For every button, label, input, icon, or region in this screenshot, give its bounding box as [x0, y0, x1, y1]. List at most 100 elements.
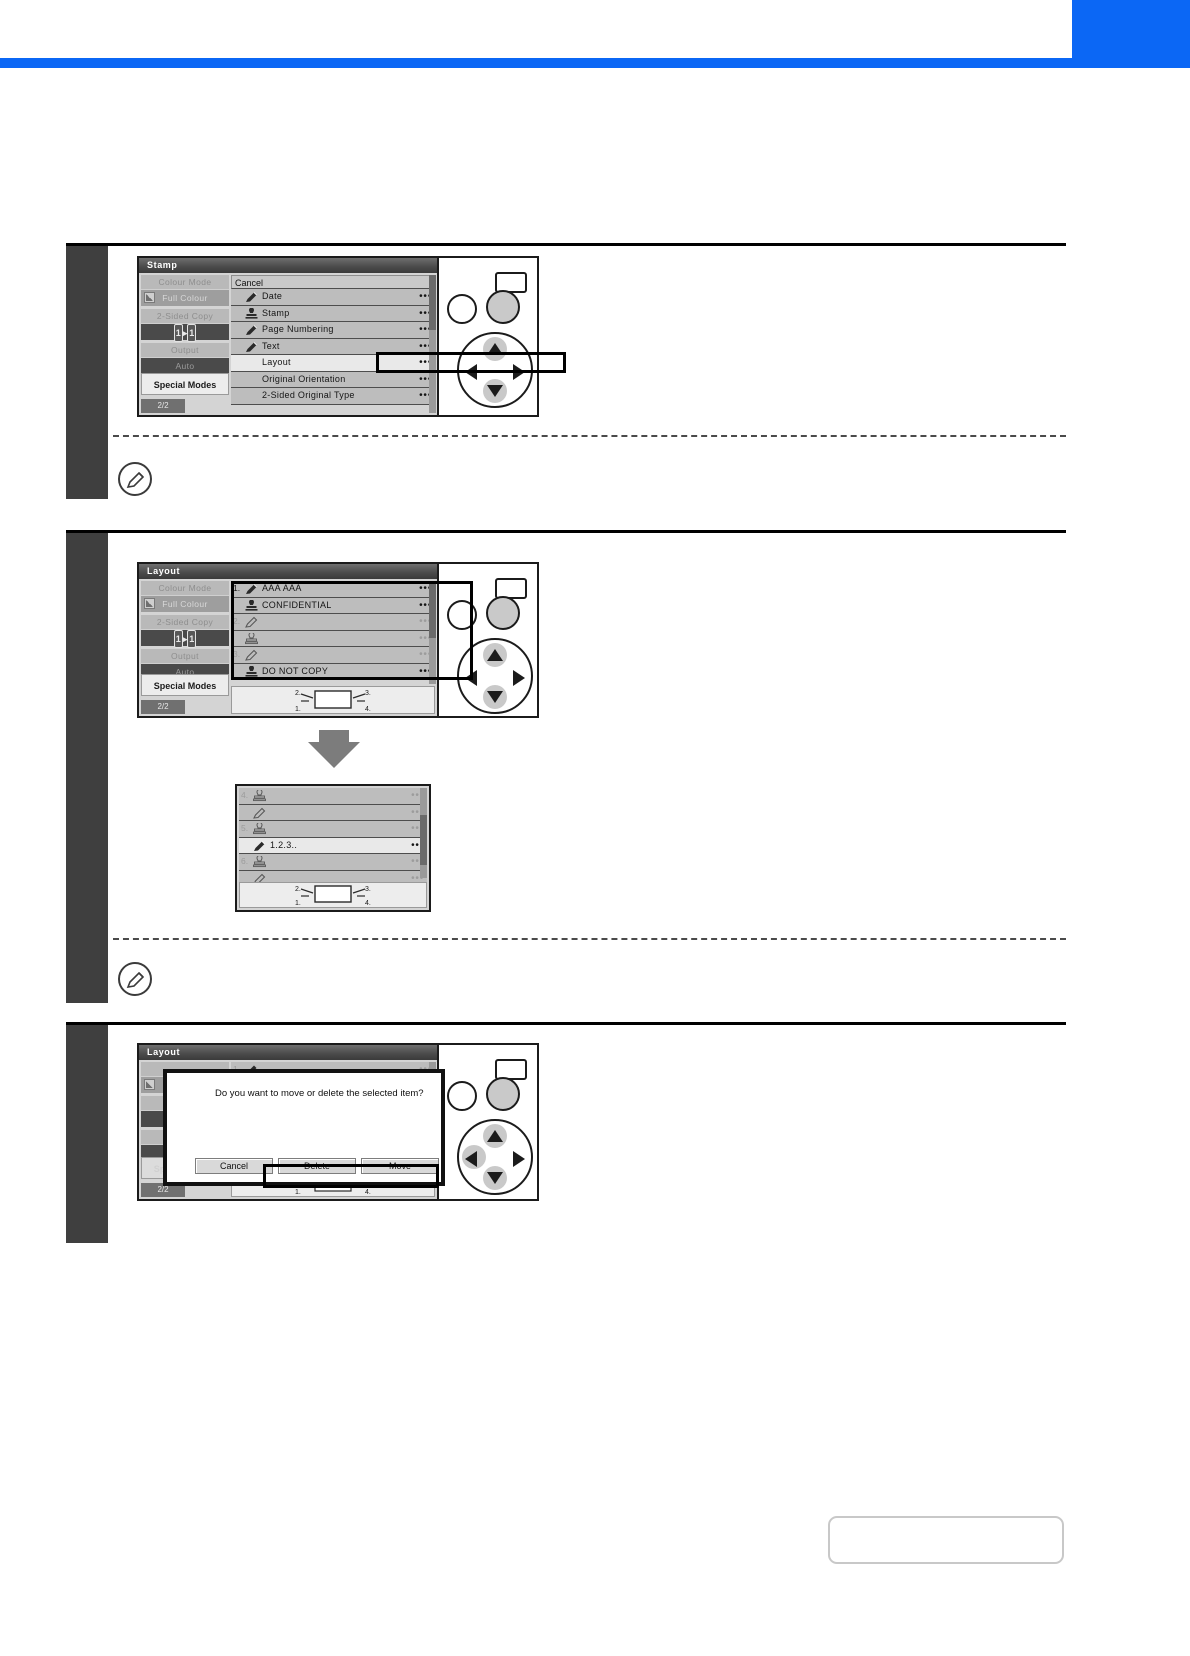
list-item[interactable]: 2.•••	[231, 614, 435, 631]
round-key-2[interactable]	[447, 600, 477, 630]
svg-text:1.: 1.	[295, 1189, 301, 1196]
step-3-divider	[66, 1022, 1066, 1025]
list-scrollbar-2b[interactable]	[420, 788, 427, 878]
arrow-down-icon-2	[487, 691, 503, 703]
ok-round-key-2[interactable]	[486, 596, 520, 630]
dpad-2[interactable]	[457, 638, 533, 714]
output-value[interactable]: Auto	[141, 358, 229, 374]
pen-icon	[245, 324, 258, 336]
dpad[interactable]	[457, 332, 533, 408]
colour-mode-value[interactable]: Full Colour	[141, 290, 229, 306]
step-2b-layout-list: 4.••••••5.•••1.2.3..•••6.••••••	[239, 788, 427, 887]
more-dots-icon[interactable]: •••	[411, 790, 424, 801]
list-item-label: CONFIDENTIAL	[262, 599, 332, 610]
scrollbar-thumb-2[interactable]	[429, 581, 436, 638]
dialog-cancel-button[interactable]: Cancel	[195, 1158, 273, 1174]
step-2-divider	[66, 530, 1066, 533]
colour-mode-label: Colour Mode	[141, 275, 229, 290]
more-dots-icon[interactable]: •••	[411, 856, 424, 867]
list-item[interactable]: 1.AAA AAA•••	[231, 581, 435, 598]
list-scrollbar-2[interactable]	[429, 581, 436, 684]
ok-round-key-3[interactable]	[486, 1077, 520, 1111]
step-2-lcd: Layout Colour Mode Full Colour 2-Sided C…	[139, 564, 439, 716]
stamp-icon	[245, 307, 258, 320]
layout-preview-strip: 1. 4. 2. 3.	[231, 686, 435, 714]
more-dots-icon[interactable]: •••	[411, 872, 424, 884]
svg-text:1.: 1.	[295, 900, 301, 907]
pen-icon	[253, 840, 266, 852]
scrollbar-thumb-2b[interactable]	[420, 815, 427, 865]
more-dots-icon[interactable]: •••	[419, 583, 432, 594]
list-item[interactable]: 1.2.3.. •••	[239, 837, 427, 854]
flow-arrow-stem	[319, 730, 349, 742]
more-dots-icon[interactable]: •••	[419, 340, 432, 352]
dpad-3[interactable]	[457, 1119, 533, 1195]
more-dots-icon[interactable]: •••	[419, 324, 432, 335]
svg-text:4.: 4.	[365, 706, 371, 713]
list-item[interactable]: Page Numbering •••	[231, 322, 435, 339]
list-item-label: AAA AAA	[262, 583, 302, 593]
list-item-number: 6.	[241, 856, 249, 866]
list-item[interactable]: Original Orientation•••	[231, 371, 435, 388]
dialog-button-row: Cancel Delete Move	[175, 1158, 439, 1174]
two-sided-copy-value[interactable]: 1▸1	[141, 324, 229, 342]
scrollbar-thumb[interactable]	[429, 275, 436, 331]
list-item[interactable]: 6. •••	[239, 854, 427, 871]
more-dots-icon[interactable]: •••	[419, 616, 432, 627]
step-1-left-column: Colour Mode Full Colour 2-Sided Copy 1▸1…	[141, 275, 229, 413]
special-modes-button-2[interactable]: Special Modes	[141, 674, 229, 696]
svg-text:4.: 4.	[365, 1189, 371, 1196]
more-dots-icon[interactable]: •••	[411, 839, 424, 851]
more-dots-icon[interactable]: •••	[419, 665, 432, 677]
dialog-delete-button[interactable]: Delete	[278, 1158, 356, 1174]
list-item[interactable]: CONFIDENTIAL •••	[231, 597, 435, 614]
list-item-label: Page Numbering	[262, 324, 334, 334]
ok-round-key[interactable]	[486, 290, 520, 324]
more-dots-icon[interactable]: •••	[411, 823, 424, 834]
layout-preview-strip-2: 1. 4. 2. 3.	[239, 882, 427, 908]
list-item[interactable]: Date•••	[231, 289, 435, 306]
round-key-3[interactable]	[447, 1081, 477, 1111]
list-item[interactable]: •••	[239, 804, 427, 821]
colour-mode-value-label: Full Colour	[162, 293, 208, 303]
more-dots-icon[interactable]: •••	[419, 649, 432, 660]
list-item[interactable]: DO NOT COPY •••	[231, 663, 435, 680]
colour-mode-value-2[interactable]: Full Colour	[141, 596, 229, 612]
page-indicator-3: 2/2	[141, 1183, 185, 1197]
more-dots-icon[interactable]: •••	[419, 357, 432, 368]
stamp-icon	[245, 631, 258, 645]
more-dots-icon[interactable]: •••	[419, 599, 432, 611]
list-item[interactable]: •••	[231, 630, 435, 647]
flow-arrow-icon	[308, 742, 360, 768]
more-dots-icon[interactable]: •••	[419, 307, 432, 319]
list-item-label: DO NOT COPY	[262, 665, 329, 676]
more-dots-icon[interactable]: •••	[419, 390, 432, 401]
more-dots-icon[interactable]: •••	[419, 373, 432, 385]
step-1-option-list: Cancel Date•••Stamp•••Page Numbering•••T…	[231, 275, 436, 413]
colour-mode-check-icon-2	[144, 598, 155, 609]
list-item[interactable]: 3.•••	[231, 647, 435, 664]
two-sided-copy-value-2[interactable]: 1▸1	[141, 630, 229, 648]
list-item[interactable]: 2-Sided Original Type•••	[231, 388, 435, 405]
list-scrollbar[interactable]	[429, 275, 436, 413]
arrow-up-icon-3	[487, 1130, 503, 1142]
list-item[interactable]: 4.•••	[239, 788, 427, 805]
round-key[interactable]	[447, 294, 477, 324]
list-item-label: 1.2.3..	[270, 839, 298, 850]
arrow-up-icon	[487, 343, 503, 355]
special-modes-button[interactable]: Special Modes	[141, 373, 229, 395]
page-indicator: 2/2	[141, 399, 185, 413]
list-item[interactable]: Layout•••	[231, 355, 435, 372]
list-item-label: Stamp	[262, 307, 290, 318]
colour-mode-label-2: Colour Mode	[141, 581, 229, 596]
more-dots-icon[interactable]: •••	[411, 806, 424, 818]
list-item[interactable]: Stamp •••	[231, 305, 435, 322]
svg-text:4.: 4.	[365, 900, 371, 907]
list-item[interactable]: 5.•••	[239, 821, 427, 838]
list-item[interactable]: Text •••	[231, 338, 435, 355]
list-item-label: Text	[262, 340, 280, 351]
dialog-move-button[interactable]: Move	[361, 1158, 439, 1174]
cancel-button[interactable]: Cancel	[231, 275, 435, 289]
more-dots-icon[interactable]: •••	[419, 291, 432, 302]
more-dots-icon[interactable]: •••	[419, 632, 432, 644]
